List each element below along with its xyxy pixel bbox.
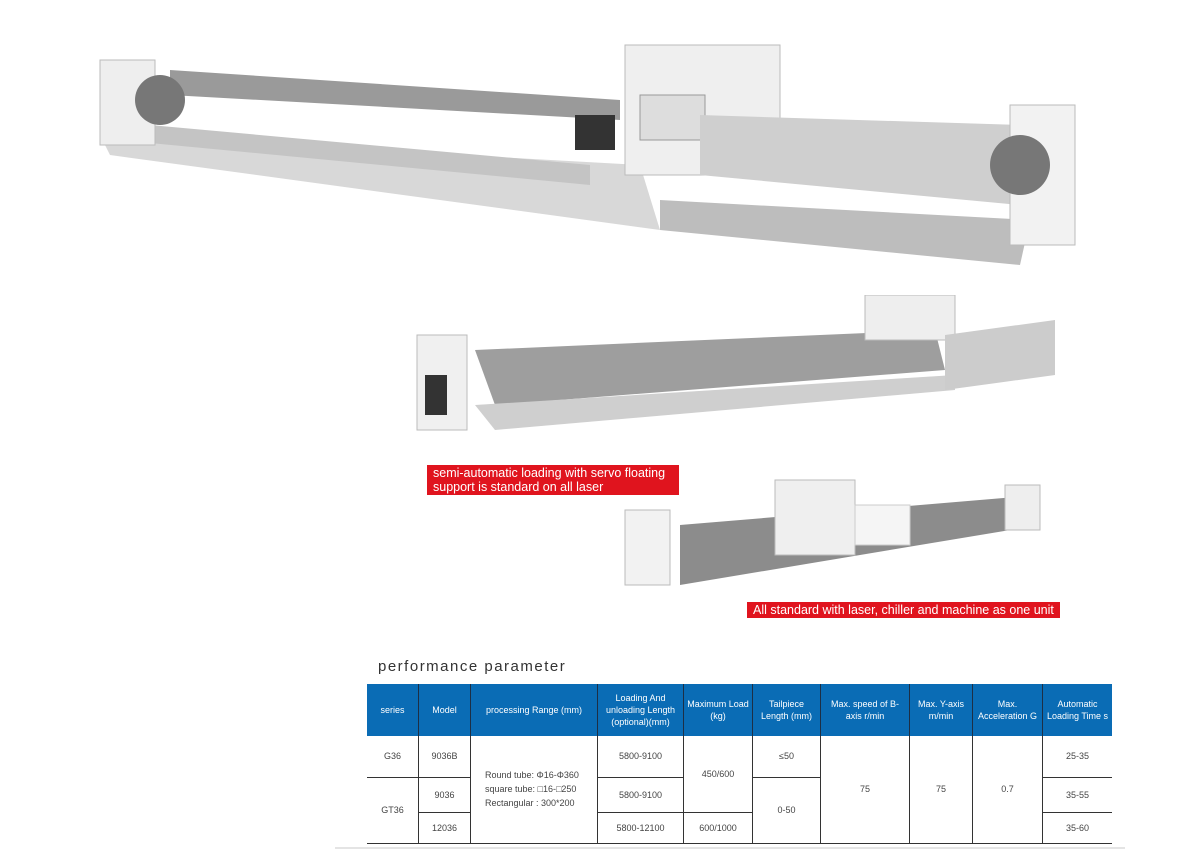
header-y-axis-speed: Max. Y-axis m/min	[909, 684, 973, 736]
processing-range-cell: Round tube: Φ16-Φ360 square tube: □16-□2…	[470, 736, 598, 844]
loading-time-cell: 35-60	[1042, 812, 1112, 844]
loading-time-cell: 35-55	[1042, 777, 1112, 813]
performance-parameter-table: series Model processing Range (mm) Loadi…	[367, 684, 1112, 844]
tailpiece-cell: 0-50	[752, 777, 821, 844]
header-model: Model	[418, 684, 471, 736]
series-cell: G36	[367, 736, 419, 778]
table-row: 12036 5800-12100 600/1000 35-60	[367, 812, 1112, 844]
loading-length-cell: 5800-9100	[597, 736, 684, 778]
header-tailpiece: Tailpiece Length (mm)	[752, 684, 821, 736]
table-row: GT36 9036 5800-9100 0-50 35-55	[367, 777, 1112, 844]
header-processing-range: processing Range (mm)	[470, 684, 598, 736]
series-cell: GT36	[367, 777, 419, 844]
max-load-cell: 450/600	[683, 736, 753, 813]
model-cell: 9036	[418, 777, 471, 813]
machine-image-gt36	[624, 479, 1041, 586]
range-rect: Rectangular : 300*200	[485, 798, 575, 809]
table-row: G36 9036B Round tube: Φ16-Φ360 square tu…	[367, 736, 1112, 844]
caption-all-standard: All standard with laser, chiller and mac…	[747, 602, 1060, 618]
divider	[335, 847, 1125, 849]
model-cell: 9036B	[418, 736, 471, 778]
machine-image-g36-large	[99, 44, 1076, 265]
table-header-row: series Model processing Range (mm) Loadi…	[367, 684, 1112, 736]
model-cell: 12036	[418, 812, 471, 844]
header-max-load: Maximum Load (kg)	[683, 684, 753, 736]
loading-time-cell: 25-35	[1042, 736, 1112, 778]
header-acceleration: Max. Acceleration G	[972, 684, 1043, 736]
acceleration-cell: 0.7	[972, 736, 1043, 844]
b-axis-cell: 75	[820, 736, 910, 844]
range-round: Round tube: Φ16-Φ360	[485, 770, 579, 781]
y-axis-cell: 75	[909, 736, 973, 844]
header-loading-time: Automatic Loading Time s	[1042, 684, 1112, 736]
max-load-cell: 600/1000	[683, 812, 753, 844]
range-square: square tube: □16-□250	[485, 784, 577, 795]
header-b-axis-speed: Max. speed of B-axis r/min	[820, 684, 910, 736]
machine-image-g36-side	[416, 295, 1055, 431]
tailpiece-cell: ≤50	[752, 736, 821, 778]
header-loading-length: Loading And unloading Length (optional)(…	[597, 684, 684, 736]
loading-length-cell: 5800-12100	[597, 812, 684, 844]
section-title: performance parameter	[378, 658, 567, 675]
loading-length-cell: 5800-9100	[597, 777, 684, 813]
header-series: series	[367, 684, 419, 736]
caption-semi-automatic-loading: semi-automatic loading with servo floati…	[427, 465, 679, 495]
